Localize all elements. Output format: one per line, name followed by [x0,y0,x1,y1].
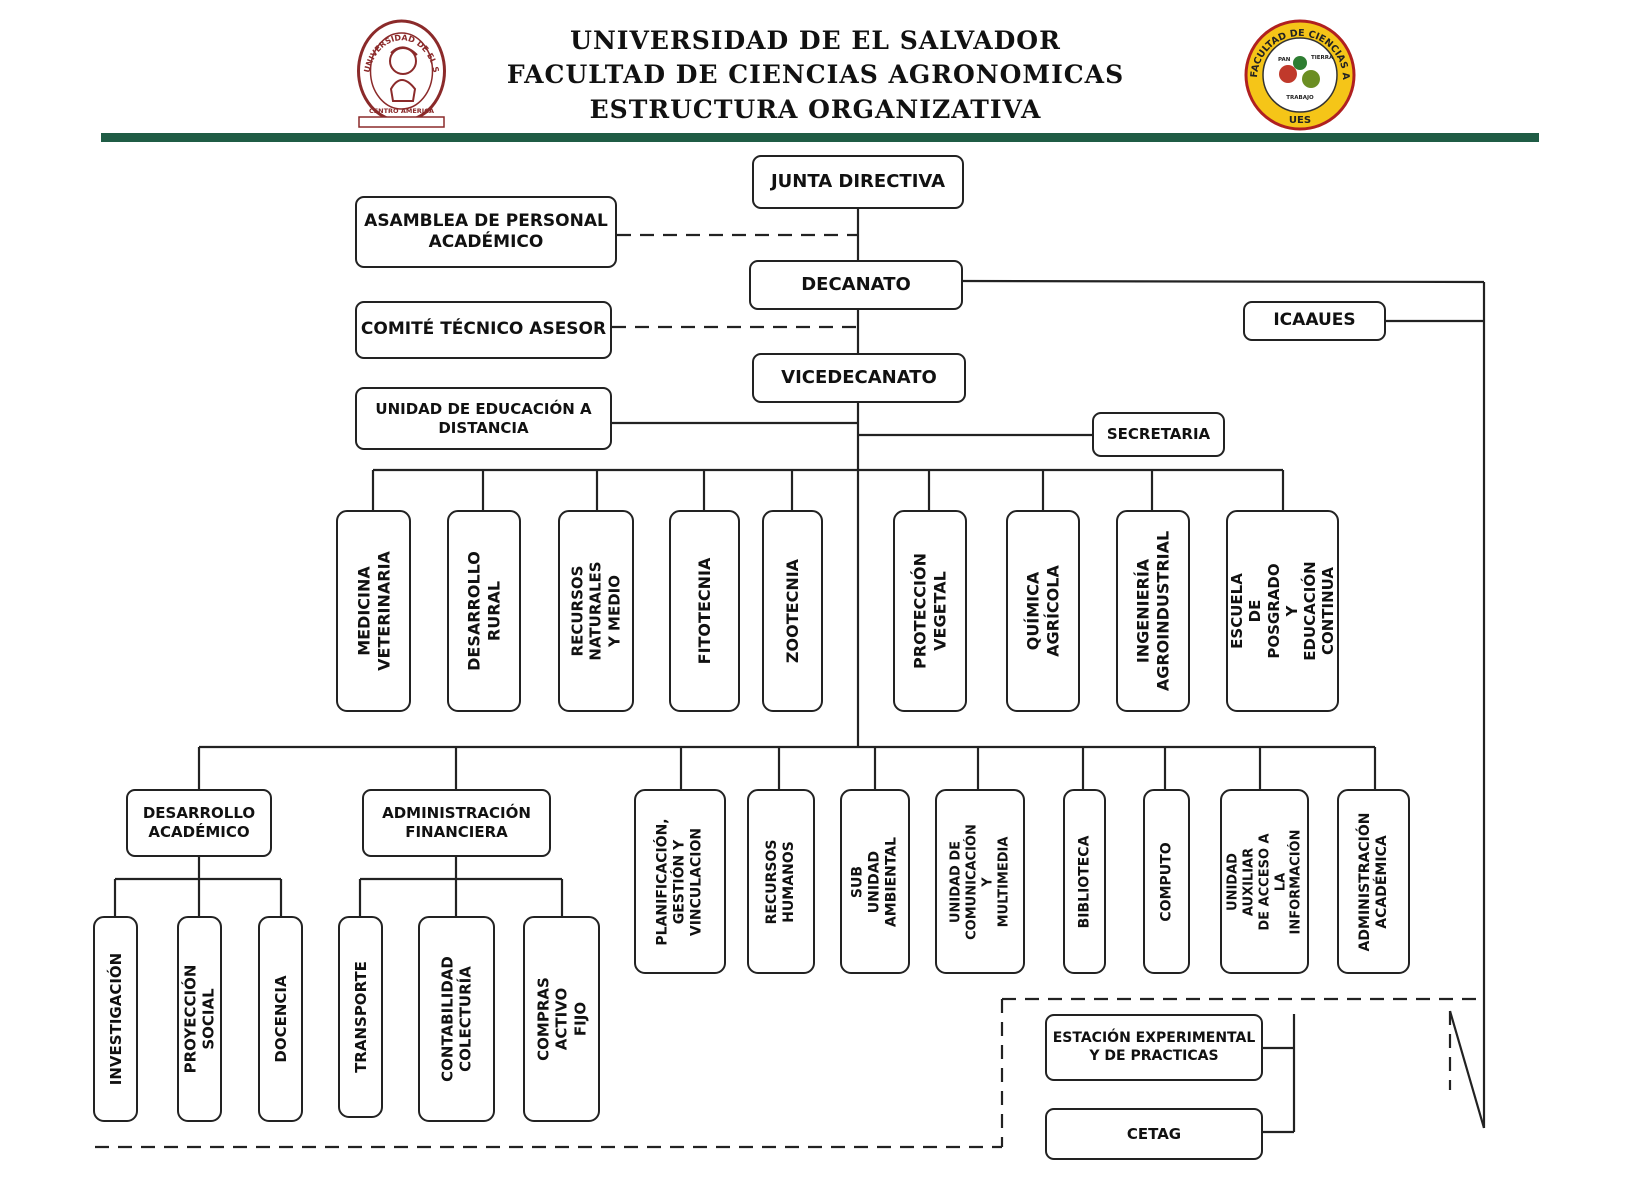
contabilidad-colecturia-label: CONTABILIDAD COLECTURÍA [438,956,475,1082]
investigacion-box: INVESTIGACIÓN [93,916,138,1122]
department-box: FITOTECNIA [669,510,740,712]
proyeccion-social-label: PROYECCIÓN SOCIAL [181,964,218,1074]
unit-box: COMPUTO [1143,789,1190,974]
svg-text:CENTRO AMERICA: CENTRO AMERICA [369,107,434,115]
department-box: DESARROLLO RURAL [447,510,521,712]
svg-text:TRABAJO: TRABAJO [1286,95,1314,101]
administracion-financiera-box: ADMINISTRACIÓN FINANCIERA [362,789,551,857]
faculty-title: FACULTAD DE CIENCIAS AGRONOMICAS [506,60,1125,89]
unit-box: UNIDAD DE COMUNICACIÓN Y MULTIMEDIA [935,789,1025,974]
chart-title: ESTRUCTURA ORGANIZATIVA [589,95,1042,124]
department-label: FITOTECNIA [694,557,714,665]
compras-activo-fijo-box: COMPRAS ACTIVO FIJO [523,916,600,1122]
docencia-label: DOCENCIA [271,975,290,1063]
investigacion-label: INVESTIGACIÓN [106,952,125,1086]
department-label: DESARROLLO RURAL [464,551,503,671]
department-box: ESCUELA DE POSGRADO Y EDUCACIÓN CONTINUA [1226,510,1339,712]
department-box: RECURSOS NATURALES Y MEDIO [558,510,634,712]
department-box: ZOOTECNIA [762,510,823,712]
unit-label: PLANIFICACIÓN, GESTIÓN Y VINCULACION [654,817,705,946]
estacion-experimental-box: ESTACIÓN EXPERIMENTAL Y DE PRACTICAS [1045,1014,1263,1081]
unit-box: ADMINISTRACIÓN ACADÉMICA [1337,789,1410,974]
unit-box: UNIDAD AUXILIAR DE ACCESO A LA INFORMACI… [1220,789,1309,974]
department-label: RECURSOS NATURALES Y MEDIO [568,561,624,661]
unit-label: BIBLIOTECA [1075,835,1092,928]
department-box: MEDICINA VETERINARIA [336,510,411,712]
svg-text:TIERRA: TIERRA [1311,55,1334,61]
university-title: UNIVERSIDAD DE EL SALVADOR [570,26,1061,55]
department-label: QUÍMICA AGRÍCOLA [1023,565,1062,657]
department-label: ESCUELA DE POSGRADO Y EDUCACIÓN CONTINUA [1227,561,1338,661]
department-label: ZOOTECNIA [782,558,802,664]
transporte-box: TRANSPORTE [338,916,383,1118]
header-rule [101,133,1539,142]
unit-label: COMPUTO [1157,841,1174,922]
unit-label: RECURSOS HUMANOS [763,839,797,924]
unit-label: UNIDAD AUXILIAR DE ACCESO A LA INFORMACI… [1224,829,1304,934]
cetag-box: CETAG [1045,1108,1263,1160]
unit-label: SUB UNIDAD AMBIENTAL [849,836,900,927]
unit-box: RECURSOS HUMANOS [747,789,815,974]
faculty-seal-logo: FACULTAD DE CIENCIAS AGRONOMICAS PAN TIE… [1243,19,1356,131]
department-label: PROTECCIÓN VEGETAL [910,553,949,669]
vicedecanato-box: VICEDECANATO [752,353,966,403]
svg-text:PAN: PAN [1278,57,1291,63]
unit-box: BIBLIOTECA [1063,789,1106,974]
department-label: MEDICINA VETERINARIA [353,551,393,671]
comite-tecnico-asesor-box: COMITÉ TÉCNICO ASESOR [355,301,612,359]
icaaues-box: ICAAUES [1243,301,1386,341]
desarrollo-academico-box: DESARROLLO ACADÉMICO [126,789,272,857]
svg-text:UES: UES [1289,115,1311,126]
unit-box: PLANIFICACIÓN, GESTIÓN Y VINCULACION [634,789,726,974]
department-box: INGENIERÍA AGROINDUSTRIAL [1116,510,1190,712]
department-box: QUÍMICA AGRÍCOLA [1006,510,1080,712]
contabilidad-colecturia-box: CONTABILIDAD COLECTURÍA [418,916,495,1122]
transporte-label: TRANSPORTE [351,961,370,1073]
unit-label: UNIDAD DE COMUNICACIÓN Y MULTIMEDIA [948,823,1011,940]
secretaria-box: SECRETARIA [1092,412,1225,457]
university-seal-logo: UNIVERSIDAD DE EL SALVADOR CENTRO AMERIC… [355,19,446,128]
asamblea-personal-academico-box: ASAMBLEA DE PERSONAL ACADÉMICO [355,196,617,268]
department-box: PROTECCIÓN VEGETAL [893,510,967,712]
unit-label: ADMINISTRACIÓN ACADÉMICA [1356,812,1390,951]
proyeccion-social-box: PROYECCIÓN SOCIAL [177,916,222,1122]
compras-activo-fijo-label: COMPRAS ACTIVO FIJO [534,977,589,1061]
decanato-box: DECANATO [749,260,963,310]
unit-box: SUB UNIDAD AMBIENTAL [840,789,910,974]
junta-directiva-box: JUNTA DIRECTIVA [752,155,964,209]
department-label: INGENIERÍA AGROINDUSTRIAL [1133,530,1172,692]
docencia-box: DOCENCIA [258,916,303,1122]
unidad-educacion-distancia-box: UNIDAD DE EDUCACIÓN A DISTANCIA [355,387,612,450]
